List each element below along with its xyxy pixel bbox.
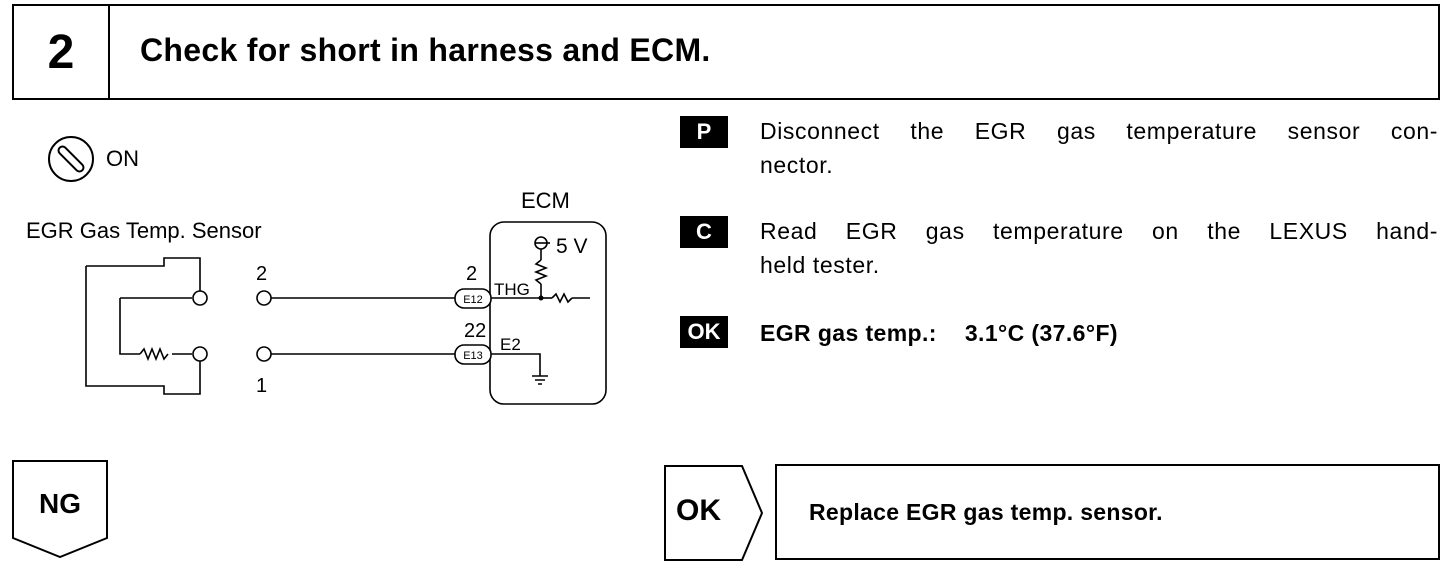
step-header: 2 Check for short in harness and ECM. [12,4,1440,100]
instruction-prepare-line2: nector. [760,152,834,178]
sensor-terminal-1 [192,346,208,362]
instruction-check-line2: held tester. [760,252,880,278]
ecm-internal-resistor [551,292,573,304]
instruction-check: Read EGR gas temperature on the LEXUS ha… [760,214,1438,282]
signal-thg-label: THG [494,280,530,299]
ok-action-box: Replace EGR gas temp. sensor. [775,464,1440,560]
sensor-housing-bottom [85,266,201,395]
connector-e13 [454,344,492,365]
pullup-resistor [533,259,549,285]
instruction-prepare: Disconnect the EGR gas temperature senso… [760,114,1438,182]
ok-condition: EGR gas temp.: 3.1°C (37.6°F) [760,320,1118,347]
ng-arrow-box [12,460,108,558]
ecm-pin-bottom: 22 [464,320,486,342]
ng-label: NG [39,488,81,519]
step-title: Check for short in harness and ECM. [140,32,711,68]
ground-icon [532,375,548,385]
ignition-state-label: ON [106,146,139,171]
ok-condition-label: EGR gas temp.: [760,320,937,346]
sensor-pin-top: 2 [256,263,267,285]
sensor-terminal-2 [192,290,208,306]
badge-prepare: P [680,116,728,148]
ecm-label: ECM [521,188,570,213]
ok-label: OK [676,494,721,527]
ecm-pin-top: 2 [466,263,477,285]
step-number: 2 [14,6,110,98]
ok-action-text: Replace EGR gas temp. sensor. [809,499,1163,525]
connector-e13-label: E13 [463,350,483,362]
harness-terminal-1 [256,346,272,362]
connector-e12-label: E12 [463,294,483,306]
ok-condition-value: 3.1°C (37.6°F) [964,320,1118,346]
instruction-check-line1: Read EGR gas temperature on the LEXUS ha… [760,218,1438,244]
sensor-label: EGR Gas Temp. Sensor [26,218,262,243]
harness-terminal-2 [256,290,272,306]
sensor-pin-bottom: 1 [256,375,267,397]
sensor-housing-top [86,257,201,298]
sensor-resistor [139,346,169,362]
ok-arrow-box [664,465,764,561]
instruction-prepare-line1: Disconnect the EGR gas temperature senso… [760,118,1438,144]
ignition-switch-icon [48,136,94,182]
connector-e12 [454,288,492,309]
supply-voltage-label: 5 V [556,235,588,258]
badge-ok: OK [680,316,728,348]
supply-node [534,236,548,250]
ecm-body [489,221,607,405]
badge-check: C [680,216,728,248]
signal-e2-label: E2 [500,335,521,354]
